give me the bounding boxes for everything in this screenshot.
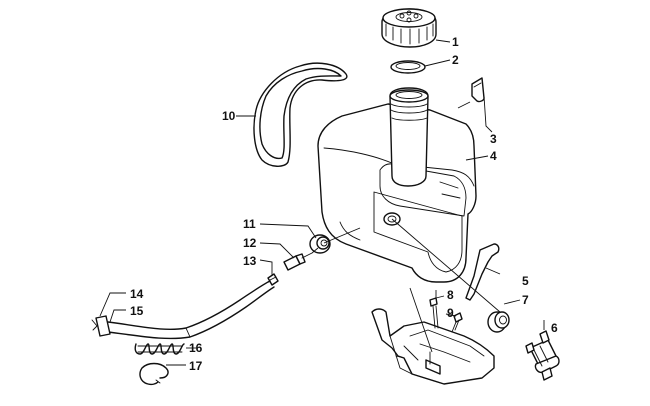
part-6-valve [525, 330, 560, 381]
callout-13: 13 [243, 254, 257, 268]
callout-14: 14 [130, 287, 144, 301]
part-9-screw [451, 312, 463, 333]
callout-16: 16 [189, 341, 203, 355]
callout-17: 17 [189, 359, 203, 373]
part-1-fuel-cap [381, 8, 437, 48]
part-3-clip [471, 77, 485, 103]
callout-9: 9 [447, 306, 454, 320]
part-14-end-clamp [91, 315, 111, 337]
part-13-clamp [267, 273, 279, 286]
callout-12: 12 [243, 236, 257, 250]
part-2-gasket [390, 60, 426, 74]
part-16-spring [134, 343, 185, 355]
callout-6: 6 [551, 321, 558, 335]
callout-10: 10 [222, 109, 236, 123]
part-10-loop-hose [253, 62, 348, 167]
leader-lines [99, 39, 545, 366]
callout-4: 4 [490, 149, 497, 163]
callout-5: 5 [522, 274, 529, 288]
callout-8: 8 [447, 288, 454, 302]
part-12-fitting [283, 252, 313, 271]
callout-11: 11 [243, 217, 256, 231]
part-5-bracket [371, 243, 500, 385]
callout-7: 7 [522, 293, 529, 307]
callout-1: 1 [452, 35, 459, 49]
part-8-bolt [429, 297, 439, 329]
part-4-fuel-tank [317, 87, 477, 283]
callout-3: 3 [490, 132, 497, 146]
part-11-grommet [309, 234, 331, 254]
callout-2: 2 [452, 53, 459, 67]
part-17-ring [139, 362, 169, 386]
part-7-grommet [487, 311, 510, 333]
callout-labels: 1 2 3 4 5 6 7 8 9 10 11 12 13 14 15 16 1… [130, 35, 558, 373]
part-15-fuel-line [107, 280, 275, 340]
callout-15: 15 [130, 304, 144, 318]
assembly-lines [311, 218, 501, 353]
